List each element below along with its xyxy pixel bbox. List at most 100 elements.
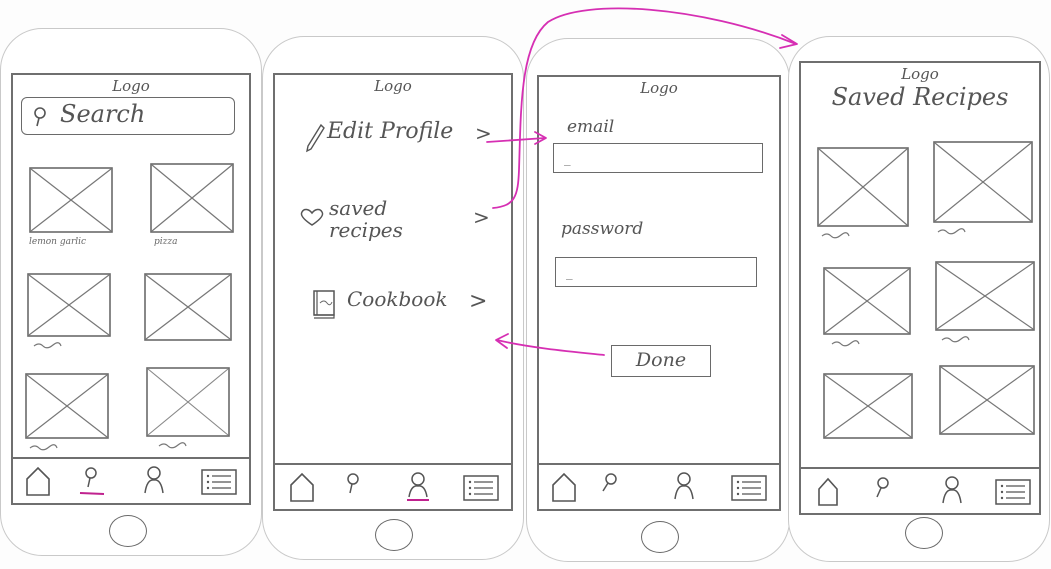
tab-list[interactable] — [993, 475, 1033, 507]
phone-search-screen: Logo Search lemon garlic pizza — [0, 28, 262, 556]
image-placeholder-icon — [144, 273, 232, 341]
tab-list[interactable] — [729, 471, 769, 503]
recipe-tile[interactable] — [939, 365, 1035, 435]
recipe-tile[interactable]: lemon garlic — [29, 167, 113, 247]
email-label: email — [567, 117, 615, 137]
menu-item-saved-recipes[interactable]: saved recipes > — [299, 197, 505, 257]
caption-scribble — [937, 228, 966, 235]
tab-profile[interactable] — [403, 471, 433, 503]
image-placeholder-icon — [933, 141, 1033, 223]
tab-home[interactable] — [23, 465, 53, 497]
chevron-right-icon: > — [469, 289, 488, 314]
image-placeholder-icon — [939, 365, 1035, 435]
image-placeholder-icon — [29, 167, 113, 233]
recipe-tile[interactable] — [935, 261, 1035, 343]
done-button-label: Done — [635, 349, 687, 371]
tab-bar — [13, 457, 249, 503]
phone-profile-screen: Logo Edit Profile > saved recipes > Cook… — [262, 36, 524, 560]
recipe-caption: pizza — [154, 237, 178, 247]
email-value: _ — [564, 153, 571, 166]
caption-scribble — [831, 340, 860, 347]
app-logo: Logo — [901, 65, 939, 83]
search-placeholder: Search — [60, 100, 146, 128]
password-value: _ — [566, 267, 573, 280]
recipe-tile[interactable] — [146, 367, 230, 449]
screen-display: Logo email _ password _ Done — [537, 75, 781, 511]
search-icon — [79, 467, 105, 495]
tab-home[interactable] — [813, 475, 843, 507]
search-icon — [602, 473, 617, 492]
image-placeholder-icon — [150, 163, 234, 233]
list-icon — [731, 475, 767, 501]
image-placeholder-icon — [25, 373, 109, 439]
home-icon — [290, 472, 314, 502]
phone-edit-profile-screen: Logo email _ password _ Done — [526, 38, 790, 562]
caption-scribble — [821, 232, 850, 239]
menu-item-cookbook[interactable]: Cookbook > — [311, 285, 505, 325]
tab-list[interactable] — [199, 465, 239, 497]
image-placeholder-icon — [935, 261, 1035, 331]
home-icon — [26, 466, 50, 496]
caption-scribble — [33, 342, 62, 349]
profile-icon — [407, 472, 429, 501]
tab-search[interactable] — [867, 475, 897, 507]
image-placeholder-icon — [146, 367, 230, 437]
home-button[interactable] — [641, 521, 679, 553]
tab-search[interactable] — [339, 471, 369, 503]
tab-profile[interactable] — [937, 475, 967, 507]
menu-item-label: Cookbook — [347, 287, 448, 311]
chevron-right-icon: > — [473, 205, 490, 229]
recipe-tile[interactable] — [25, 373, 109, 451]
screen-display: Logo Edit Profile > saved recipes > Cook… — [273, 73, 513, 511]
recipe-tile[interactable] — [817, 147, 909, 239]
caption-scribble — [158, 442, 187, 449]
chevron-right-icon: > — [475, 121, 492, 145]
menu-item-label: Edit Profile — [327, 119, 454, 144]
screen-display: Logo Search lemon garlic pizza — [11, 73, 251, 505]
app-logo: Logo — [112, 77, 150, 95]
search-icon — [34, 107, 46, 127]
password-field[interactable]: _ — [555, 257, 757, 287]
tab-profile[interactable] — [139, 465, 169, 497]
tab-list[interactable] — [461, 471, 501, 503]
recipe-tile[interactable] — [823, 267, 911, 347]
home-button[interactable] — [905, 517, 943, 549]
recipe-tile[interactable]: pizza — [150, 163, 234, 247]
phone-saved-recipes-screen: Logo Saved Recipes — [788, 36, 1050, 562]
page-title: Saved Recipes — [831, 83, 1009, 111]
menu-item-label: saved recipes — [329, 196, 403, 242]
heart-icon — [300, 208, 324, 226]
home-icon — [552, 472, 576, 502]
pencil-icon — [306, 123, 325, 153]
image-placeholder-icon — [817, 147, 909, 227]
recipe-tile[interactable] — [933, 141, 1033, 235]
profile-icon — [942, 476, 962, 504]
recipe-tile[interactable] — [27, 273, 111, 349]
screen-display: Logo Saved Recipes — [799, 61, 1041, 515]
email-field[interactable]: _ — [553, 143, 763, 173]
menu-item-edit-profile[interactable]: Edit Profile > — [305, 119, 505, 159]
recipe-tile[interactable] — [823, 373, 913, 439]
search-icon — [347, 473, 359, 494]
caption-scribble — [941, 336, 970, 343]
image-placeholder-icon — [823, 373, 913, 439]
home-icon — [818, 477, 838, 506]
list-icon — [201, 469, 237, 495]
done-button[interactable]: Done — [611, 345, 711, 377]
password-label: password — [561, 219, 644, 239]
recipe-tile[interactable] — [144, 273, 232, 341]
search-bar[interactable]: Search — [21, 97, 235, 135]
tab-search[interactable] — [595, 471, 625, 503]
app-logo: Logo — [640, 79, 678, 97]
tab-profile[interactable] — [669, 471, 699, 503]
tab-search[interactable] — [77, 465, 107, 497]
home-button[interactable] — [375, 519, 413, 551]
tab-bar — [275, 463, 511, 509]
profile-icon — [144, 466, 164, 494]
tab-bar — [801, 467, 1039, 513]
app-logo: Logo — [374, 77, 412, 95]
tab-home[interactable] — [549, 471, 579, 503]
tab-bar — [539, 463, 779, 509]
tab-home[interactable] — [287, 471, 317, 503]
home-button[interactable] — [109, 515, 147, 547]
